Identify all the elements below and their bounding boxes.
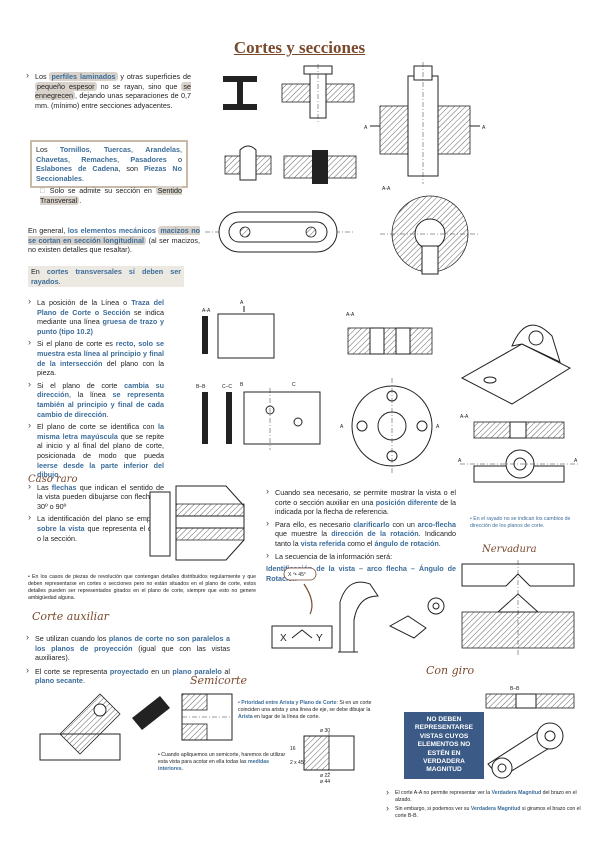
label-y: Y — [316, 633, 323, 644]
list-item: El plano de corte se identifica con la m… — [28, 421, 164, 480]
list-item: La secuencia de la información será: — [266, 551, 456, 562]
section-label-aa: A-A — [382, 186, 391, 192]
rivet-section-drawing — [224, 145, 272, 181]
label-aa: A-A — [202, 308, 211, 314]
no-seccionables-box: Los Tornillos, Tuercas, Arandelas, Chave… — [30, 140, 188, 189]
list-item: Sin embargo, si podemos ver su Verdadera… — [386, 805, 586, 820]
con-giro-list: El corte A-A no permite representar ver … — [386, 789, 586, 820]
flange-front-view-drawing: A A — [340, 378, 440, 474]
list-item: Para ello, es necesario clarificarlo con… — [266, 519, 456, 549]
chain-link-drawing — [205, 211, 355, 253]
list-item: El corte A-A no permite representar ver … — [386, 789, 586, 804]
label-a-right-2: A — [574, 458, 578, 464]
list-item: Cuando sea necesario, se permite mostrar… — [266, 487, 456, 517]
list-item: Se utilizan cuando los planos de corte n… — [26, 633, 230, 663]
label-c: C — [292, 382, 296, 388]
label-aa-2: A-A — [346, 312, 355, 318]
pin-section-drawing — [283, 150, 357, 184]
label-a-left: A — [340, 424, 344, 430]
verdadera-magnitud-box: NO DEBEN REPRESENTARSE VISTAS CUYOS ELEM… — [404, 712, 484, 779]
label-bb: B–B — [196, 384, 206, 390]
semicorte-dimension-drawing: ø 30 16 2 x 45° ø 22 ø 44 — [290, 728, 355, 785]
caso-raro-drawing — [149, 485, 245, 561]
label-a-top: A — [240, 300, 244, 306]
list-item: El corte se representa proyectado en un … — [26, 666, 230, 686]
rotacion-list: Cuando sea necesario, se permite mostrar… — [266, 487, 456, 583]
page-title: Cortes y secciones — [233, 38, 366, 57]
label-bb-2: B–B — [510, 686, 520, 692]
sequence-text: Identificación de la vista – arco flecha… — [266, 564, 456, 583]
laminados-paragraph: Los perfiles laminados y otras superfici… — [26, 71, 191, 110]
i-beam-section-drawing — [223, 76, 257, 110]
corte-auxiliar-drawing — [39, 693, 170, 761]
nervadura-drawing — [461, 560, 575, 656]
transversal-note: □ Solo se admite su sección en Sentido T… — [40, 186, 182, 205]
dim-2x45: 2 x 45° — [290, 760, 306, 766]
caso-raro-heading: Caso raro — [28, 474, 78, 485]
rotated-view-drawing: X ↷ 45° X Y — [271, 567, 445, 653]
rotation-label: X ↷ 45° — [288, 572, 306, 578]
label-cc: C–C — [222, 384, 232, 390]
semicorte-drawing — [181, 693, 233, 741]
rayado-note: • En el rayado no se indican los cambios… — [470, 516, 571, 529]
section-mark-a-left: A — [364, 125, 368, 131]
transversales-paragraph: En cortes transversales sí deben ser ray… — [28, 266, 184, 288]
label-x: X — [280, 633, 287, 644]
label-aa-3: A-A — [460, 414, 469, 420]
corte-auxiliar-heading: Corte auxiliar — [32, 610, 109, 623]
revolucion-paragraph: • En los casos de piezas de revolución q… — [28, 574, 256, 601]
nervadura-heading: Nervadura — [482, 544, 537, 555]
flange-section-drawing: A-A — [346, 312, 433, 355]
bracket-isometric-drawing — [460, 324, 572, 405]
prioridad-paragraph: • Prioridad entre Arista y Plano de Cort… — [238, 700, 372, 720]
label-a-left-2: A — [458, 458, 462, 464]
label-a-right: A — [436, 424, 440, 430]
shaft-assembly-section-drawing: A A — [364, 62, 486, 184]
list-item: Las flechas que indican el sentido de la… — [28, 482, 164, 512]
bracket-section-views-drawing: A-A A A — [458, 414, 580, 483]
list-item: Si el plano de corte es recto, solo se m… — [28, 338, 164, 377]
list-item: La identificación del plano se emplaza s… — [28, 513, 164, 543]
dim-d44: ø 44 — [320, 779, 330, 785]
macizos-paragraph: En general, los elementos mecánicos maci… — [28, 226, 200, 255]
label-b: B — [240, 382, 244, 388]
semicorte-heading: Semicorte — [190, 674, 247, 687]
bolt-section-drawing — [281, 64, 355, 122]
auxiliar-list: Se utilizan cuando los planos de corte n… — [26, 633, 230, 686]
shaft-cross-section-drawing: A-A — [380, 186, 480, 275]
plano-corte-list: La posición de la Línea o Traza del Plan… — [28, 297, 164, 543]
list-item: Si el plano de corte cambia su dirección… — [28, 380, 164, 419]
section-mark-a-right: A — [482, 125, 486, 131]
semicorte-acotar-paragraph: • Cuando apliquemos un semicorte, haremo… — [158, 752, 286, 772]
list-item: La posición de la Línea o Traza del Plan… — [28, 297, 164, 336]
dim-d22: ø 22 — [320, 773, 330, 779]
con-giro-drawing: B–B — [485, 686, 575, 779]
plate-section-views-drawing: A-A A B–B C–C B C — [196, 300, 321, 450]
dim-16: 16 — [290, 746, 296, 752]
dim-d30: ø 30 — [320, 728, 330, 734]
con-giro-heading: Con giro — [426, 664, 475, 677]
